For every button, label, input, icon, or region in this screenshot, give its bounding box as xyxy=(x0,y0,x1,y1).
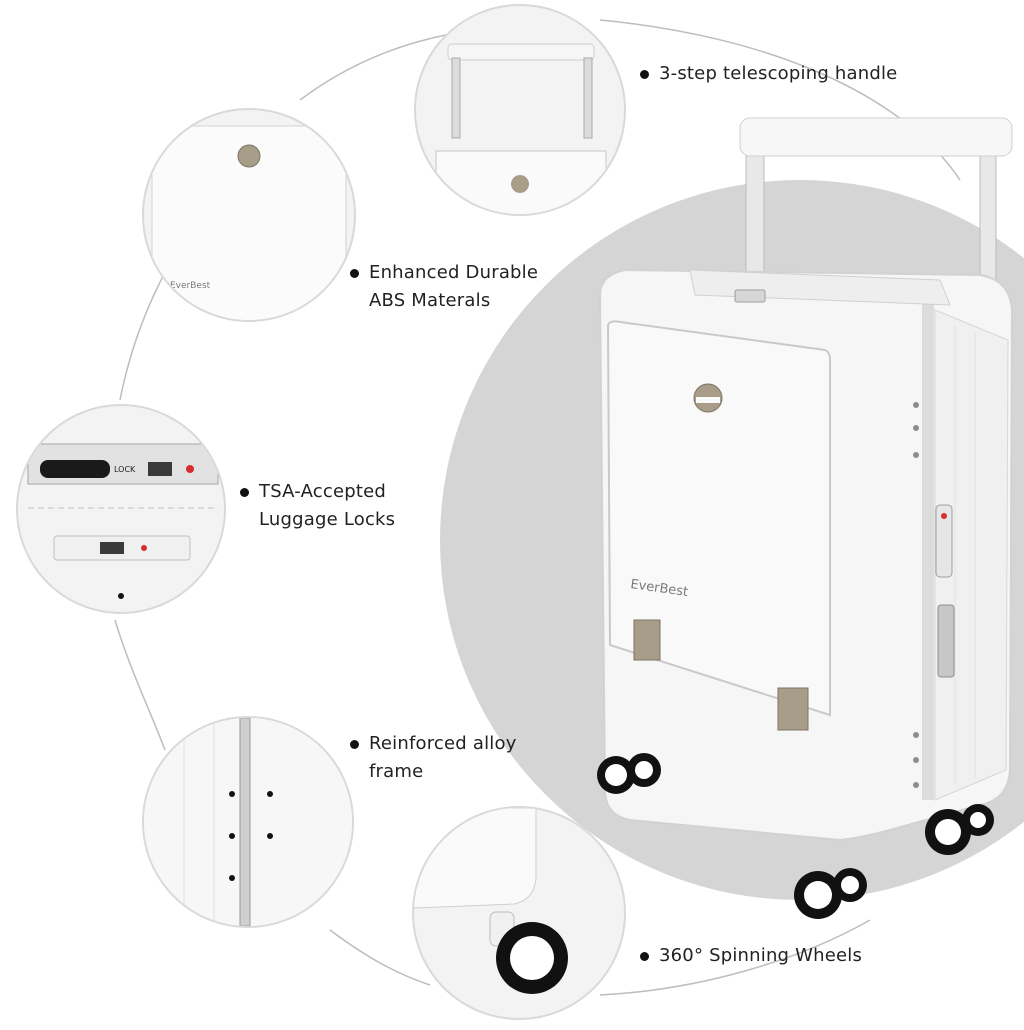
feature-label: Reinforced alloy frame xyxy=(369,733,517,782)
bullet-icon xyxy=(640,70,649,79)
feature-telescoping-handle: 3-step telescoping handle xyxy=(640,60,897,88)
bullet-icon xyxy=(240,488,249,497)
feature-label: Enhanced Durable ABS Materals xyxy=(369,262,539,311)
feature-label: 3-step telescoping handle xyxy=(659,63,898,84)
feature-label: 360° Spinning Wheels xyxy=(659,945,863,966)
front-laptop-pocket: EverBest xyxy=(606,320,831,717)
locks-detail-bubble: LOCK xyxy=(16,404,226,614)
feature-alloy-frame: Reinforced alloy frame xyxy=(350,730,517,786)
feature-spinning-wheels: 360° Spinning Wheels xyxy=(640,942,862,970)
side-tsa-lock xyxy=(935,504,955,678)
frame-rivets xyxy=(913,402,919,788)
bullet-icon xyxy=(350,740,359,749)
materials-detail-bubble: EverBest xyxy=(142,108,356,322)
top-lock-dials xyxy=(734,289,766,303)
spinner-wheels xyxy=(597,753,994,919)
feature-tsa-locks: TSA-Accepted Luggage Locks xyxy=(240,478,395,534)
main-suitcase: EverBest xyxy=(597,117,1014,919)
feature-label: TSA-Accepted Luggage Locks xyxy=(259,481,396,530)
frame-detail-bubble xyxy=(142,716,354,928)
brand-logo-detail: EverBest xyxy=(170,281,211,291)
bullet-icon xyxy=(350,269,359,278)
feature-abs-materials: Enhanced Durable ABS Materals xyxy=(350,259,538,315)
wheels-detail-bubble xyxy=(412,806,626,1020)
bullet-icon xyxy=(640,952,649,961)
handle-detail-bubble xyxy=(414,4,626,216)
hinge-left xyxy=(633,619,661,661)
hinge-right xyxy=(777,687,809,731)
lock-label: LOCK xyxy=(114,465,136,474)
